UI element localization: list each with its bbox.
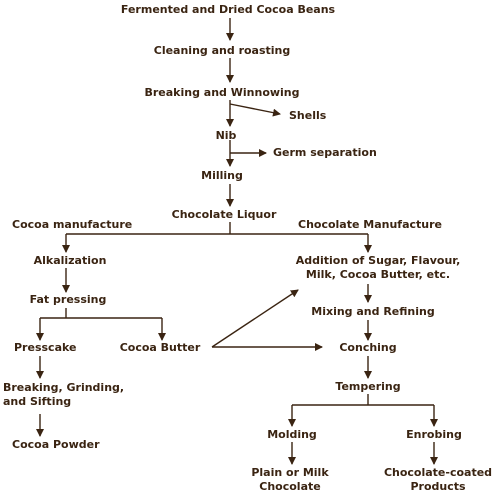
- node-breaking-grinding-sifting: Breaking, Grinding, and Sifting: [3, 381, 125, 408]
- node-tempering: Tempering: [335, 380, 401, 393]
- arrow-to-shells: [229, 103, 281, 117]
- node-alkalization: Alkalization: [33, 254, 107, 267]
- node-chocolate-manufacture: Chocolate Manufacture: [298, 218, 443, 231]
- node-beans: Fermented and Dried Cocoa Beans: [120, 3, 336, 16]
- node-cocoa-manufacture: Cocoa manufacture: [12, 218, 133, 231]
- node-germ-separation: Germ separation: [273, 146, 377, 159]
- node-chocolate-liquor: Chocolate Liquor: [171, 208, 277, 221]
- node-molding: Molding: [267, 428, 317, 441]
- node-plain-milk-chocolate: Plain or Milk Chocolate: [251, 466, 329, 493]
- node-chocolate-coated-products: Chocolate-coated Products: [383, 466, 493, 493]
- node-cocoa-butter: Cocoa Butter: [119, 341, 201, 354]
- node-breaking-winnowing: Breaking and Winnowing: [144, 86, 300, 99]
- node-enrobing: Enrobing: [406, 428, 462, 441]
- arrow-butter-to-addition: [211, 289, 299, 348]
- node-conching: Conching: [339, 341, 397, 354]
- node-fat-pressing: Fat pressing: [29, 293, 107, 306]
- node-shells: Shells: [289, 109, 327, 122]
- node-presscake: Presscake: [14, 341, 77, 354]
- node-nib: Nib: [215, 129, 237, 142]
- node-milling: Milling: [201, 169, 243, 182]
- node-mixing-refining: Mixing and Refining: [311, 305, 435, 318]
- node-cocoa-powder: Cocoa Powder: [12, 438, 100, 451]
- node-addition-ingredients: Addition of Sugar, Flavour, Milk, Cocoa …: [295, 254, 461, 281]
- node-cleaning-roasting: Cleaning and roasting: [153, 44, 291, 57]
